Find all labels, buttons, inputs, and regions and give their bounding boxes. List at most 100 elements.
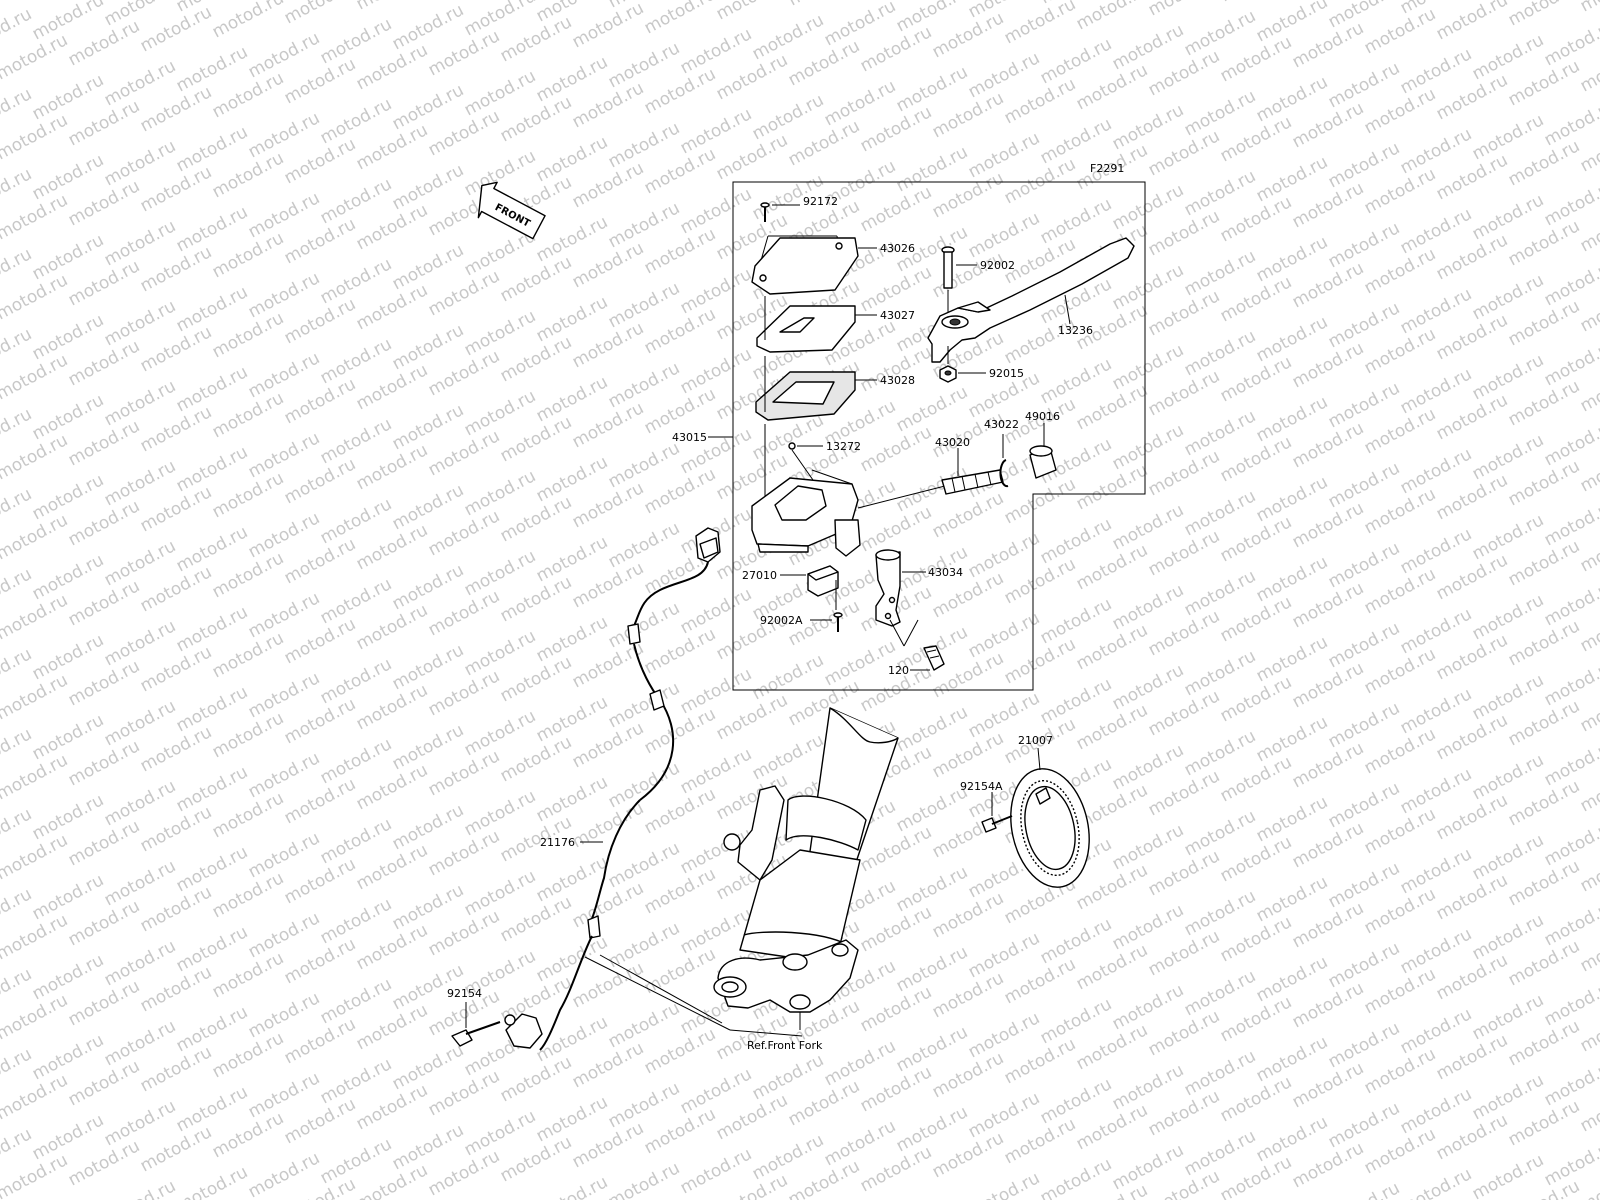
watermark-text: motod.ru [857, 1062, 935, 1116]
watermark-text: motod.ru [65, 336, 143, 390]
watermark-text: motod.ru [1217, 752, 1295, 806]
watermark-text: motod.ru [1001, 1114, 1079, 1168]
watermark-text: motod.ru [1217, 352, 1295, 406]
watermark-text: motod.ru [497, 652, 575, 706]
watermark-text: motod.ru [857, 182, 935, 236]
watermark-text: motod.ru [1073, 620, 1151, 674]
watermark-text: motod.ru [245, 1148, 323, 1200]
watermark-text: motod.ru [641, 0, 719, 38]
part-label-21007: 21007 [1018, 734, 1053, 747]
watermark-text: motod.ru [1073, 1100, 1151, 1154]
watermark-text: motod.ru [353, 920, 431, 974]
master-cylinder-body [751, 469, 861, 557]
part-label-43026: 43026 [880, 242, 915, 255]
watermark-text: motod.ru [1289, 818, 1367, 872]
watermark-text: motod.ru [569, 0, 647, 52]
watermark-text: motod.ru [1217, 512, 1295, 566]
watermark-text: motod.ru [1433, 870, 1511, 924]
watermark-text: motod.ru [569, 1038, 647, 1092]
watermark-text: motod.ru [1361, 244, 1439, 298]
watermark-text: motod.ru [137, 882, 215, 936]
watermark-text: motod.ru [65, 1136, 143, 1190]
watermark-text: motod.ru [281, 54, 359, 108]
watermark-text: motod.ru [857, 502, 935, 556]
watermark-text: motod.ru [1289, 18, 1367, 72]
watermark-text: motod.ru [353, 440, 431, 494]
watermark-text: motod.ru [569, 958, 647, 1012]
watermark-text: motod.ru [1073, 860, 1151, 914]
watermark-text: motod.ru [1505, 616, 1583, 670]
watermark-text: motod.ru [1145, 446, 1223, 500]
watermark-text: motod.ru [1289, 1138, 1367, 1192]
watermark-text: motod.ru [569, 158, 647, 212]
watermark-text: motod.ru [425, 746, 503, 800]
watermark-text: motod.ru [1289, 418, 1367, 472]
watermark-text: motod.ru [641, 144, 719, 198]
watermark-text: motod.ru [425, 1146, 503, 1200]
watermark-text: motod.ru [1433, 790, 1511, 844]
circlip-43022 [999, 459, 1009, 488]
watermark-text: motod.ru [1037, 1154, 1115, 1200]
part-label-21176: 21176 [540, 836, 575, 849]
watermark-text: motod.ru [1433, 0, 1511, 44]
watermark-text: motod.ru [281, 934, 359, 988]
watermark-text: motod.ru [281, 374, 359, 428]
watermark-text: motod.ru [65, 256, 143, 310]
watermark-text: motod.ru [1505, 136, 1583, 190]
part-label-92154: 92154 [447, 987, 482, 1000]
watermark-text: motod.ru [1361, 1124, 1439, 1178]
watermark-text: motod.ru [497, 12, 575, 66]
watermark-text: motod.ru [1433, 950, 1511, 1004]
watermark-text: motod.ru [713, 50, 791, 104]
watermark-text: motod.ru [1145, 206, 1223, 260]
watermark-text: motod.ru [569, 1118, 647, 1172]
watermark-text: motod.ru [1505, 776, 1583, 830]
watermark-text: motod.ru [353, 0, 431, 14]
reservoir-cap-43026 [751, 237, 859, 295]
watermark-text: motod.ru [641, 224, 719, 278]
watermark-text: motod.ru [1361, 884, 1439, 938]
diagram-code: F2291 [1090, 162, 1124, 175]
watermark-text: motod.ru [425, 666, 503, 720]
watermark-text: motod.ru [929, 728, 1007, 782]
watermark-text: motod.ru [1361, 644, 1439, 698]
watermark-text: motod.ru [641, 704, 719, 758]
watermark-text: motod.ru [929, 248, 1007, 302]
watermark-text: motod.ru [1145, 526, 1223, 580]
abs-sensor-cable-21176 [504, 527, 721, 1051]
watermark-text: motod.ru [281, 854, 359, 908]
watermark-text: motod.ru [497, 892, 575, 946]
watermark-text: motod.ru [65, 496, 143, 550]
watermark-text: motod.ru [965, 1168, 1043, 1200]
part-label-120: 120 [888, 664, 909, 677]
watermark-text: motod.ru [1433, 630, 1511, 684]
watermark-text: motod.ru [1505, 936, 1583, 990]
watermark-text: motod.ru [425, 1066, 503, 1120]
watermark-text: motod.ru [713, 130, 791, 184]
watermark-text: motod.ru [65, 416, 143, 470]
watermark-text: motod.ru [209, 1108, 287, 1162]
diaphragm-plate-43027 [756, 305, 856, 353]
watermark-text: motod.ru [497, 412, 575, 466]
watermark-text: motod.ru [65, 736, 143, 790]
watermark-text: motod.ru [929, 888, 1007, 942]
watermark-text: motod.ru [209, 468, 287, 522]
watermark-text: motod.ru [281, 294, 359, 348]
watermark-text: motod.ru [353, 200, 431, 254]
part-label-43020: 43020 [935, 436, 970, 449]
part-label-13272: 13272 [826, 440, 861, 453]
watermark-text: motod.ru [1289, 258, 1367, 312]
watermark-text: motod.ru [1433, 1030, 1511, 1084]
watermark-text: motod.ru [281, 1014, 359, 1068]
watermark-text: motod.ru [173, 1162, 251, 1200]
part-label-27010: 27010 [742, 569, 777, 582]
watermark-text: motod.ru [1361, 804, 1439, 858]
watermark-text: motod.ru [1289, 978, 1367, 1032]
watermark-text: motod.ru [209, 148, 287, 202]
watermark-text: motod.ru [425, 506, 503, 560]
part-label-49016: 49016 [1025, 410, 1060, 423]
watermark-text: motod.ru [1289, 658, 1367, 712]
watermark-text: motod.ru [1145, 926, 1223, 980]
sensor-rotor-21007 [1010, 768, 1090, 888]
